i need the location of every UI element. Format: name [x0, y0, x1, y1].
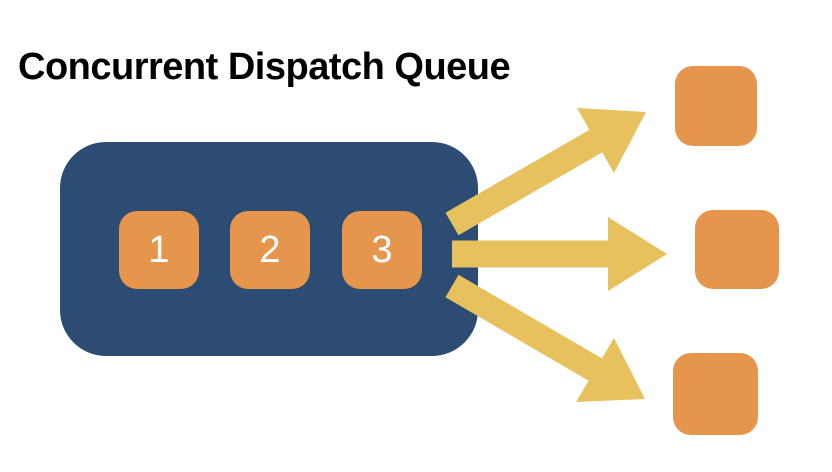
arrow-right-icon	[452, 217, 667, 291]
task-label-3: 3	[371, 229, 393, 271]
dispatch-queue-box: 1 2 3	[60, 142, 478, 356]
worker-block-top	[675, 66, 757, 146]
worker-block-bottom	[673, 353, 758, 435]
diagram-title: Concurrent Dispatch Queue	[18, 46, 511, 88]
arrow-up-right-icon	[445, 108, 646, 236]
task-block-3: 3	[342, 211, 422, 289]
task-block-2: 2	[230, 211, 310, 289]
arrow-down-right-icon	[445, 274, 645, 402]
task-label-1: 1	[148, 229, 170, 271]
task-block-1: 1	[119, 211, 199, 289]
worker-block-middle	[695, 210, 779, 289]
task-label-2: 2	[259, 229, 281, 271]
